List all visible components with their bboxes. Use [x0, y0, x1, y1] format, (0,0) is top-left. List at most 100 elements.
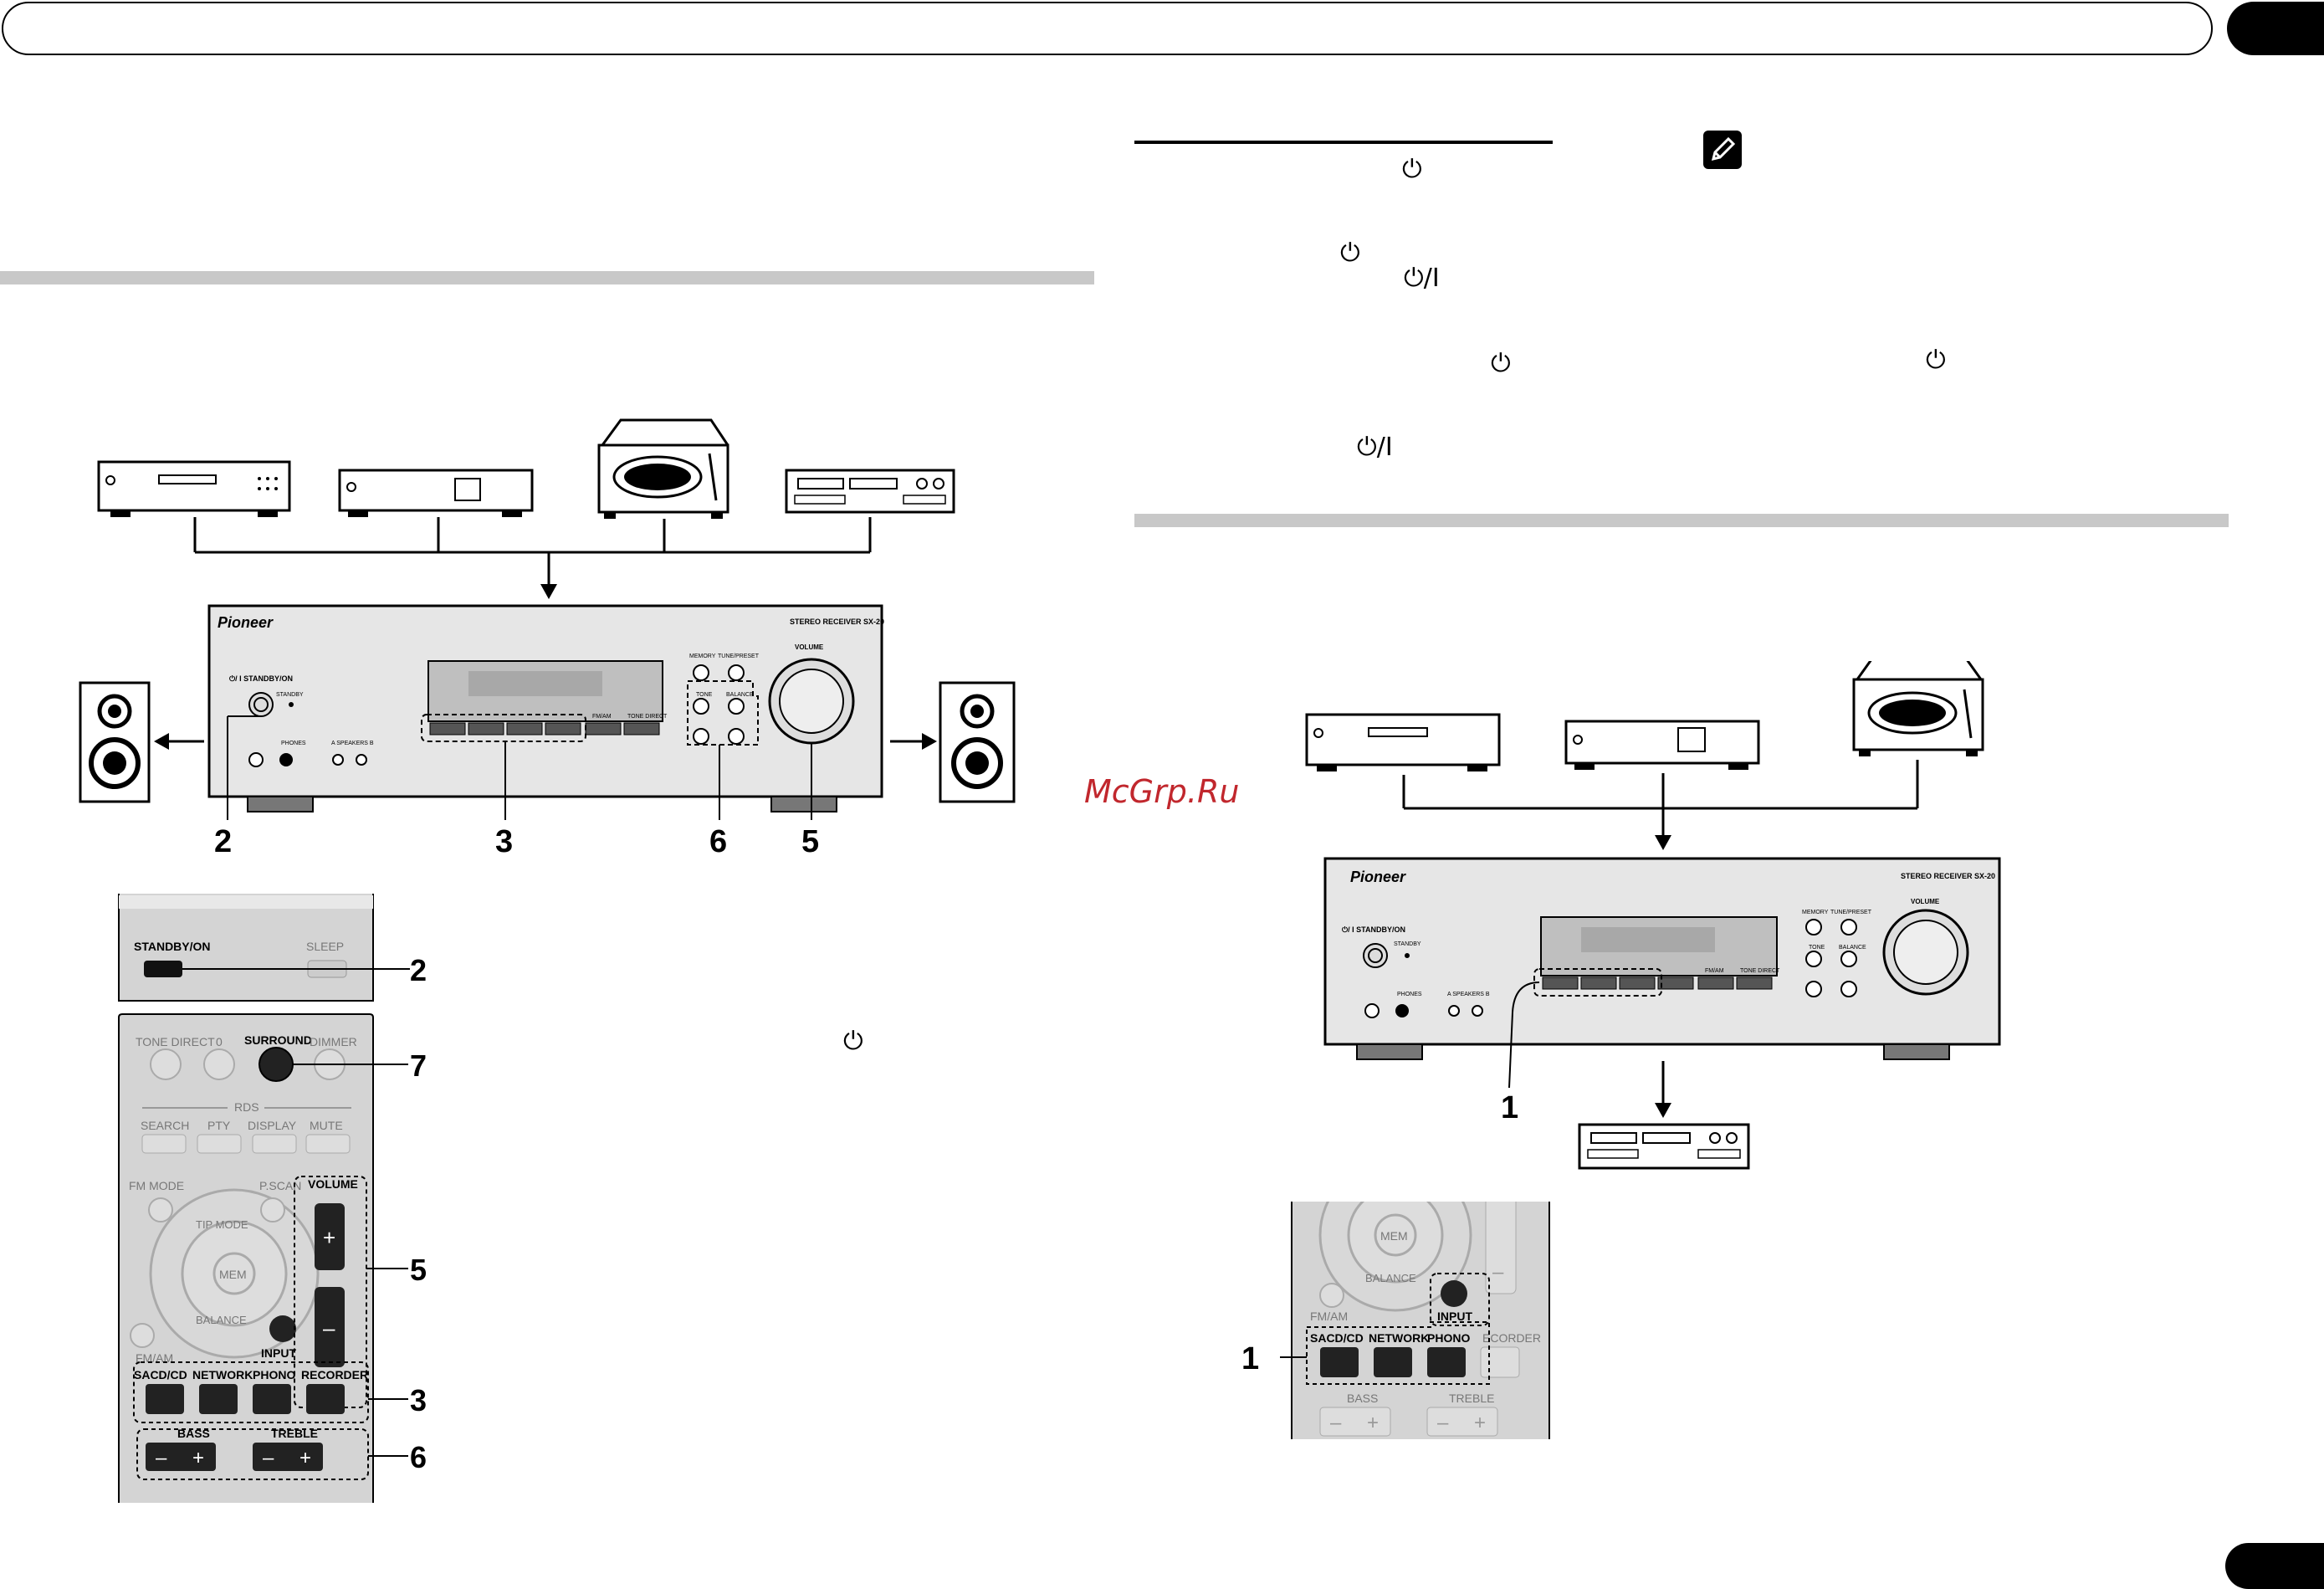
svg-text:MEMORY: MEMORY — [689, 654, 716, 659]
svg-text:–: – — [263, 1447, 274, 1469]
section-band — [1134, 514, 2229, 527]
svg-text:MEMORY: MEMORY — [1802, 910, 1829, 915]
svg-text:BALANCE: BALANCE — [726, 692, 754, 698]
svg-text:A SPEAKERS B: A SPEAKERS B — [1447, 992, 1490, 997]
power-symbol-icon: ⏻ — [1491, 349, 1511, 378]
svg-text:TONE DIRECT: TONE DIRECT — [136, 1035, 215, 1048]
svg-text:–: – — [156, 1447, 167, 1469]
svg-text:BALANCE: BALANCE — [1365, 1272, 1416, 1284]
turntable-icon — [597, 418, 729, 519]
svg-text:+: + — [1474, 1412, 1486, 1434]
svg-text:DISPLAY: DISPLAY — [248, 1119, 297, 1132]
note-pencil-icon — [1703, 131, 1742, 169]
svg-text:SEARCH: SEARCH — [141, 1119, 189, 1132]
svg-text:5: 5 — [410, 1253, 427, 1287]
svg-text:TONE DIRECT: TONE DIRECT — [1740, 968, 1780, 974]
svg-text:RDS: RDS — [234, 1100, 259, 1114]
svg-text:2: 2 — [410, 953, 427, 987]
svg-text:Pioneer: Pioneer — [1350, 869, 1406, 885]
svg-text:⏻/ I STANDBY/ON: ⏻/ I STANDBY/ON — [1342, 925, 1405, 934]
sacd-player-icon — [97, 460, 291, 517]
svg-text:FM/AM: FM/AM — [592, 714, 612, 720]
standby-on-symbol-icon: ⏻/I — [1404, 264, 1440, 293]
sacd-player-icon — [1305, 713, 1501, 771]
left-speaker-icon — [79, 681, 151, 803]
remote-control-diagram-1: STANDBY/ON SLEEP 2 TONE DIRECT 0 SURROUN… — [118, 894, 427, 1503]
svg-text:PHONES: PHONES — [281, 741, 306, 746]
svg-text:⏻/ I STANDBY/ON: ⏻/ I STANDBY/ON — [229, 674, 293, 683]
svg-text:VOLUME: VOLUME — [1911, 898, 1940, 905]
svg-text:MUTE: MUTE — [310, 1119, 343, 1132]
power-symbol-icon: ⏻ — [1340, 238, 1360, 268]
svg-text:TONE: TONE — [1809, 945, 1825, 951]
power-symbol-icon: ⏻ — [1402, 155, 1422, 184]
svg-text:6: 6 — [410, 1440, 427, 1474]
svg-text:5: 5 — [801, 824, 819, 859]
svg-text:SACD/CD: SACD/CD — [1310, 1331, 1364, 1345]
svg-text:–: – — [1437, 1412, 1449, 1434]
svg-text:6: 6 — [709, 824, 727, 859]
svg-text:TUNE/PRESET: TUNE/PRESET — [718, 654, 760, 659]
connection-diagram-2: Pioneer STEREO RECEIVER SX-20 ⏻/ I STAND… — [1305, 661, 2001, 1170]
svg-text:PHONES: PHONES — [1397, 992, 1422, 997]
svg-text:NETWORK: NETWORK — [192, 1368, 253, 1381]
svg-text:3: 3 — [410, 1383, 427, 1417]
svg-text:7: 7 — [410, 1048, 427, 1083]
svg-text:2: 2 — [214, 824, 232, 859]
svg-text:ECORDER: ECORDER — [1482, 1331, 1541, 1345]
standby-on-symbol-icon: ⏻/I — [1357, 433, 1393, 462]
svg-text:STANDBY/ON: STANDBY/ON — [134, 940, 211, 953]
svg-text:TONE DIRECT: TONE DIRECT — [627, 714, 668, 720]
svg-text:BALANCE: BALANCE — [1839, 945, 1866, 951]
svg-text:VOLUME: VOLUME — [308, 1177, 358, 1191]
svg-text:+: + — [1367, 1412, 1379, 1434]
page-number-tab — [2225, 1543, 2324, 1589]
svg-text:NETWORK: NETWORK — [1369, 1331, 1429, 1345]
svg-text:STEREO RECEIVER SX-20: STEREO RECEIVER SX-20 — [1901, 872, 1995, 880]
recorder-icon — [1578, 1123, 1750, 1170]
svg-text:INPUT: INPUT — [1437, 1310, 1472, 1323]
svg-text:Pioneer: Pioneer — [218, 614, 274, 631]
svg-text:TREBLE: TREBLE — [1449, 1392, 1494, 1405]
svg-text:MEM: MEM — [219, 1268, 247, 1281]
svg-text:PHONO: PHONO — [253, 1368, 295, 1381]
svg-text:STANDBY: STANDBY — [276, 692, 304, 698]
svg-text:+: + — [299, 1447, 311, 1469]
power-symbol-icon: ⏻ — [1926, 346, 1946, 375]
watermark-text: McGrp.Ru — [1084, 773, 1240, 810]
svg-text:A SPEAKERS B: A SPEAKERS B — [331, 741, 374, 746]
svg-text:DIMMER: DIMMER — [310, 1035, 357, 1048]
network-player-icon — [338, 469, 534, 517]
svg-text:RECORDER: RECORDER — [301, 1368, 368, 1381]
svg-text:–: – — [1330, 1412, 1342, 1434]
svg-text:STANDBY: STANDBY — [1394, 941, 1421, 947]
svg-text:–: – — [323, 1315, 335, 1340]
svg-text:VOLUME: VOLUME — [795, 643, 824, 651]
svg-text:BALANCE: BALANCE — [196, 1314, 247, 1326]
svg-text:FM MODE: FM MODE — [129, 1179, 184, 1192]
remote-control-diagram-2: MEM BALANCE FM/AM – INPUT SACD/CD NETWOR… — [1241, 1202, 1550, 1439]
svg-text:1: 1 — [1241, 1341, 1259, 1376]
svg-text:+: + — [192, 1447, 204, 1469]
svg-text:MEM: MEM — [1380, 1229, 1408, 1243]
network-player-icon — [1564, 720, 1760, 770]
svg-text:SURROUND: SURROUND — [244, 1033, 312, 1047]
svg-text:FM/AM: FM/AM — [1705, 968, 1724, 974]
svg-text:STEREO RECEIVER SX-20: STEREO RECEIVER SX-20 — [790, 618, 884, 626]
svg-text:P.SCAN: P.SCAN — [259, 1179, 301, 1192]
section-rule — [1134, 141, 1553, 144]
svg-text:0: 0 — [216, 1035, 223, 1048]
svg-text:TIP MODE: TIP MODE — [196, 1218, 248, 1231]
svg-text:–: – — [1492, 1261, 1504, 1284]
recorder-icon — [785, 469, 955, 514]
svg-text:BASS: BASS — [1347, 1392, 1378, 1405]
svg-text:SACD/CD: SACD/CD — [134, 1368, 187, 1381]
svg-text:3: 3 — [495, 824, 513, 859]
section-band — [0, 271, 1094, 284]
svg-text:FM/AM: FM/AM — [1310, 1310, 1348, 1323]
svg-text:TONE: TONE — [696, 692, 713, 698]
chapter-tab — [2227, 2, 2324, 55]
connection-diagram-1: Pioneer STEREO RECEIVER SX-20 ⏻/ I STAND… — [79, 418, 1016, 859]
right-speaker-icon — [939, 681, 1016, 803]
page-header-bar — [2, 2, 2213, 55]
